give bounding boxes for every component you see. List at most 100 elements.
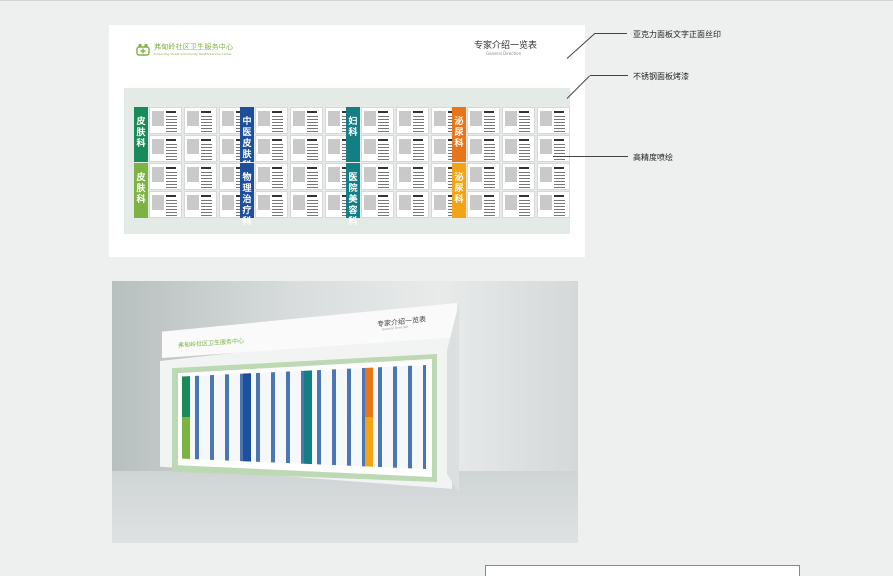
expert-card: [502, 107, 535, 134]
expert-card: [149, 163, 182, 190]
expert-text-line: [378, 131, 389, 132]
expert-text-line: [519, 159, 530, 160]
expert-card: [290, 191, 323, 218]
expert-text-line: [201, 206, 212, 207]
expert-photo: [470, 195, 482, 210]
expert-text-line: [166, 122, 177, 123]
expert-text-line: [519, 125, 530, 126]
expert-photo: [328, 167, 340, 182]
expert-text-line: [307, 159, 318, 160]
expert-name-block: [307, 111, 317, 113]
expert-text-line: [554, 175, 565, 176]
render-expert-block: [190, 365, 243, 469]
expert-text-line: [201, 187, 212, 188]
expert-text-line: [484, 206, 495, 207]
expert-card: [361, 191, 394, 218]
expert-text-line: [272, 153, 283, 154]
expert-text-line: [413, 144, 424, 145]
expert-text-line: [519, 147, 530, 148]
expert-text-line: [166, 125, 177, 126]
expert-card: [502, 163, 535, 190]
expert-text-line: [307, 203, 318, 204]
expert-text-line: [484, 172, 495, 173]
expert-text-line: [307, 215, 318, 216]
expert-card: [361, 107, 394, 134]
expert-text-line: [554, 116, 565, 117]
logo-name-cn: 弗甸岭社区卫生服务中心: [154, 43, 234, 51]
expert-text-line: [554, 119, 565, 120]
expert-name-block: [272, 167, 282, 169]
expert-text-line: [554, 212, 565, 213]
expert-text-line: [413, 128, 424, 129]
expert-text-line: [166, 206, 177, 207]
expert-text-line: [307, 175, 318, 176]
expert-photo: [187, 167, 199, 182]
expert-text-line: [272, 181, 283, 182]
expert-text-line: [378, 150, 389, 151]
department-label: 医院美容科: [346, 163, 360, 227]
expert-text-line: [519, 156, 530, 157]
expert-text-line: [413, 119, 424, 120]
expert-column: [149, 107, 182, 219]
logo: 弗甸岭社区卫生服务中心 Fudianling Street Community …: [136, 43, 233, 56]
expert-photo: [505, 167, 517, 182]
expert-photo: [152, 195, 164, 210]
expert-name-block: [484, 195, 494, 197]
expert-text-line: [484, 125, 495, 126]
render-expert-block: [312, 365, 365, 469]
expert-text-line: [378, 153, 389, 154]
expert-text-line: [554, 206, 565, 207]
callout-acrylic-label: 亚克力面板文字正面丝印: [633, 30, 721, 39]
expert-text-line: [413, 175, 424, 176]
sign-title: 专家介绍一览表: [474, 41, 538, 51]
expert-card: [255, 191, 288, 218]
expert-text-line: [307, 125, 318, 126]
expert-photo: [364, 139, 376, 154]
expert-text-line: [413, 125, 424, 126]
expert-name-block: [307, 139, 317, 141]
expert-photo: [434, 195, 446, 210]
expert-photo: [328, 195, 340, 210]
expert-text-line: [519, 116, 530, 117]
expert-column: [502, 107, 535, 219]
render-dept-strip: [182, 365, 190, 469]
expert-text-line: [307, 116, 318, 117]
expert-text-line: [484, 209, 495, 210]
expert-photo: [152, 167, 164, 182]
expert-text-line: [201, 119, 212, 120]
expert-card: [502, 191, 535, 218]
expert-name-block: [166, 111, 176, 113]
expert-text-line: [484, 147, 495, 148]
expert-column: [396, 107, 429, 219]
expert-text-line: [272, 147, 283, 148]
expert-text-line: [272, 175, 283, 176]
expert-name-block: [484, 167, 494, 169]
expert-photo: [505, 195, 517, 210]
expert-name-block: [378, 195, 388, 197]
expert-text-line: [201, 156, 212, 157]
expert-photo: [364, 167, 376, 182]
expert-text-line: [201, 153, 212, 154]
expert-text-line: [378, 212, 389, 213]
sign-3d-render: 弗甸岭社区卫生服务中心 专家介绍一览表 General Direction: [112, 281, 578, 543]
expert-card: [502, 135, 535, 162]
expert-text-line: [554, 172, 565, 173]
expert-text-line: [554, 147, 565, 148]
render-floor: [112, 471, 578, 543]
expert-text-line: [166, 119, 177, 120]
expert-text-line: [201, 159, 212, 160]
expert-photo: [293, 195, 305, 210]
expert-card: [184, 163, 217, 190]
expert-text-line: [307, 147, 318, 148]
expert-photo: [399, 167, 411, 182]
expert-text-line: [166, 184, 177, 185]
expert-photo: [399, 195, 411, 210]
bottom-frame: [485, 565, 800, 576]
expert-text-line: [378, 156, 389, 157]
expert-text-line: [201, 184, 212, 185]
expert-text-line: [413, 212, 424, 213]
expert-text-line: [201, 175, 212, 176]
expert-card: [396, 163, 429, 190]
expert-text-line: [307, 153, 318, 154]
expert-text-line: [413, 215, 424, 216]
